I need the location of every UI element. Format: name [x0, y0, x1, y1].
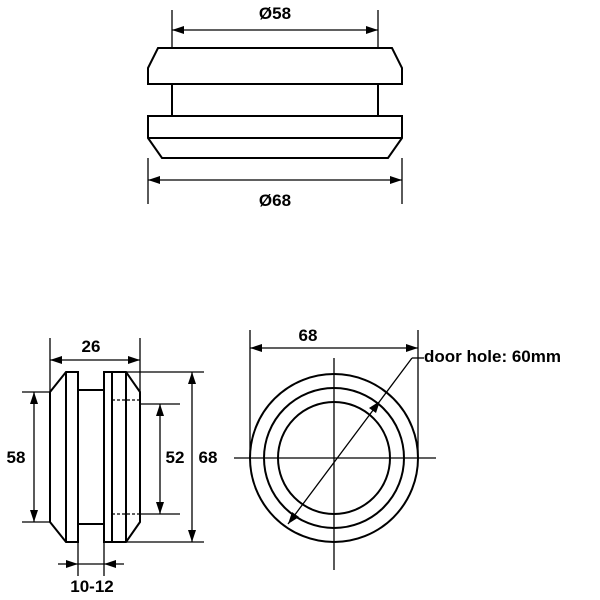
label-side-inner-height: 52	[166, 448, 185, 467]
dimension-top-inner	[171, 10, 379, 48]
dimension-front-width	[249, 330, 419, 458]
side-view-left-flange	[49, 371, 79, 543]
label-door-thickness: 10-12	[70, 577, 113, 596]
dimension-side-width	[49, 338, 141, 392]
label-door-hole: door hole: 60mm	[424, 347, 561, 366]
label-side-flange-height: 58	[7, 448, 26, 467]
side-view: 26 58 52 68	[7, 337, 218, 596]
dimension-door-thickness	[58, 542, 124, 576]
dimension-top-outer	[147, 158, 403, 204]
label-front-width: 68	[299, 326, 318, 345]
label-top-inner-diameter: Ø58	[259, 4, 291, 23]
label-top-outer-diameter: Ø68	[259, 191, 291, 210]
label-side-width: 26	[82, 337, 101, 356]
dimension-side-overall-height	[126, 371, 204, 543]
side-view-right-flange	[103, 371, 141, 543]
top-view-hub	[171, 84, 379, 116]
top-view: Ø58 Ø68	[147, 4, 403, 210]
top-view-upper-flange	[147, 47, 403, 85]
front-view: 68 door hole: 60mm	[234, 326, 561, 570]
dimension-side-flange-height	[22, 391, 50, 523]
dimension-door-hole	[287, 357, 424, 525]
dimension-side-inner-height	[140, 403, 180, 515]
label-side-overall-height: 68	[199, 448, 218, 467]
